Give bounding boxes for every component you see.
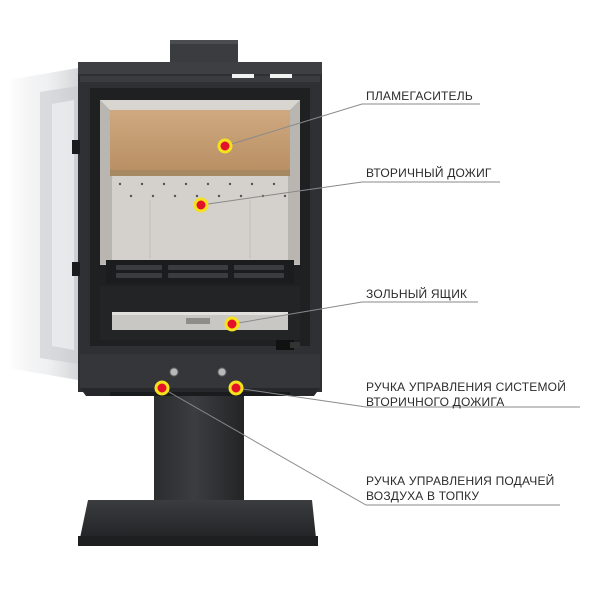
vent-hole bbox=[239, 194, 243, 198]
leader-ash bbox=[231, 301, 478, 325]
vent-hole bbox=[250, 182, 254, 186]
leader-control-secondary bbox=[235, 387, 580, 408]
leader-lines bbox=[161, 103, 580, 506]
leader-flame bbox=[224, 103, 480, 147]
pedestal bbox=[154, 396, 244, 508]
door-latch bbox=[276, 340, 300, 350]
marker-flame bbox=[217, 138, 233, 154]
marker-ash bbox=[224, 316, 240, 332]
knob-right bbox=[217, 367, 227, 377]
vent-hole bbox=[272, 182, 276, 186]
vent-hole bbox=[195, 194, 199, 198]
vent-hole bbox=[217, 194, 221, 198]
flue-collar bbox=[170, 40, 238, 62]
label-secondary-burn: ВТОРИЧНЫЙ ДОЖИГ bbox=[366, 166, 492, 180]
leader-control-air bbox=[161, 387, 560, 506]
vent-hole bbox=[228, 182, 232, 186]
grate bbox=[106, 260, 294, 284]
vent-hole bbox=[173, 194, 177, 198]
marker-control-air bbox=[154, 380, 170, 396]
base-plate bbox=[80, 500, 316, 538]
label-ash-pan: ЗОЛЬНЫЙ ЯЩИК bbox=[366, 287, 468, 301]
firebox bbox=[100, 100, 300, 265]
secondary-burn-plate bbox=[112, 176, 288, 260]
leader-secondary bbox=[200, 181, 500, 206]
vent-hole bbox=[129, 194, 133, 198]
label-flame-baffle: ПЛАМЕГАСИТЕЛЬ bbox=[366, 89, 473, 103]
flame-baffle bbox=[110, 110, 290, 172]
vent-hole bbox=[151, 194, 155, 198]
label-air-control: РУЧКА УПРАВЛЕНИЯ ПОДАЧЕЙ ВОЗДУХА В ТОПКУ bbox=[366, 474, 555, 503]
label-secondary-control: РУЧКА УПРАВЛЕНИЯ СИСТЕМОЙ ВТОРИЧНОГО ДОЖ… bbox=[366, 380, 567, 409]
vent-hole bbox=[206, 182, 210, 186]
marker-secondary bbox=[193, 197, 209, 213]
vent-hole bbox=[283, 194, 287, 198]
open-door bbox=[8, 68, 78, 380]
knob-left bbox=[169, 367, 179, 377]
vent-hole bbox=[118, 182, 122, 186]
vent-hole bbox=[140, 182, 144, 186]
vent-hole bbox=[184, 182, 188, 186]
vent-hole bbox=[162, 182, 166, 186]
marker-control-secondary bbox=[228, 380, 244, 396]
markers bbox=[154, 138, 244, 396]
